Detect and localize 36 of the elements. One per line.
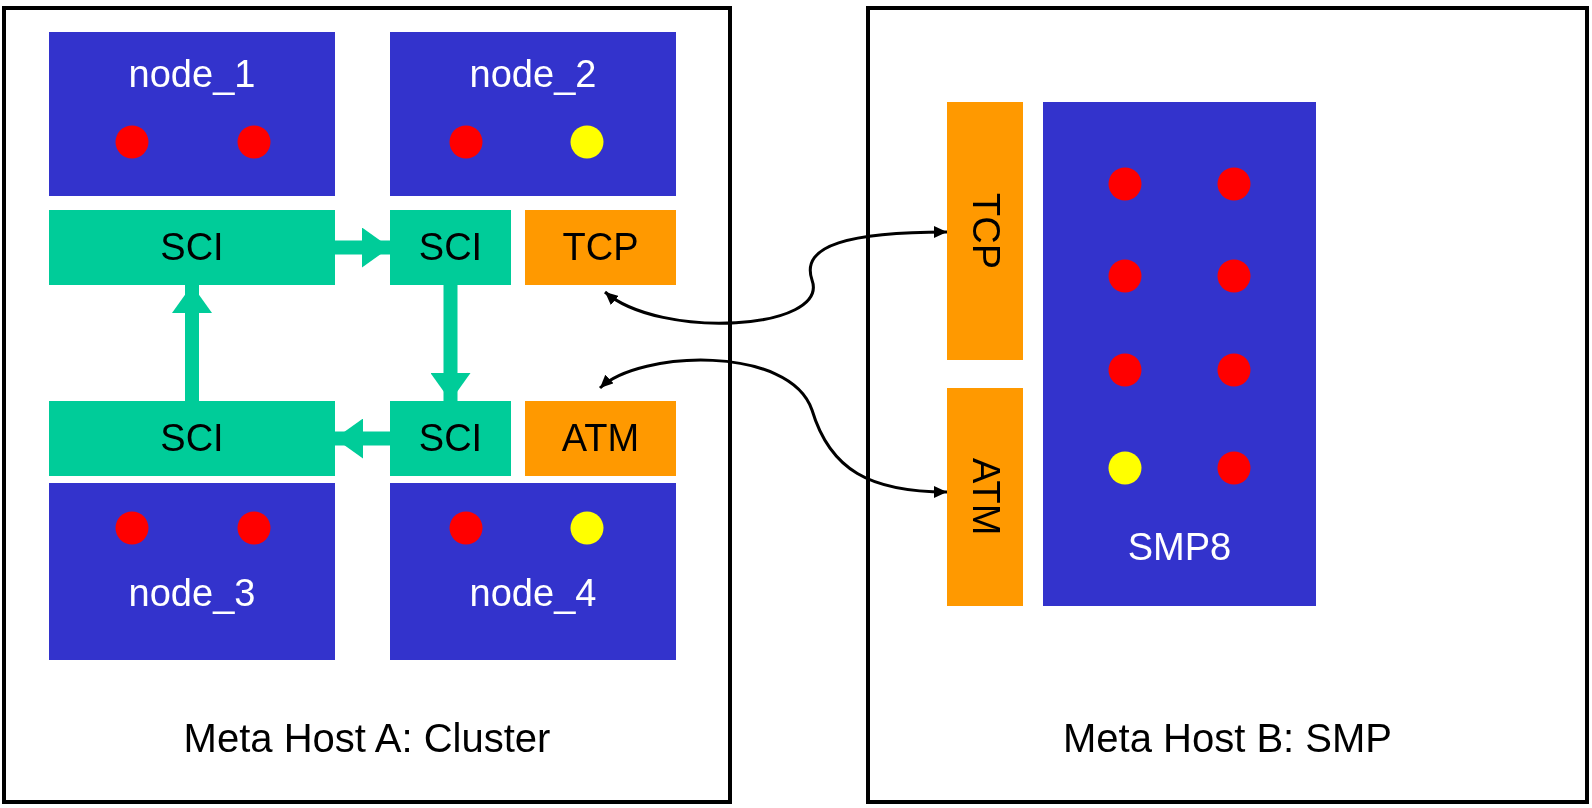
box-label: ATM — [964, 458, 1006, 536]
box-label: node_4 — [468, 573, 598, 615]
box-label: SCI — [418, 417, 483, 460]
processor-box — [49, 32, 335, 196]
thick-arrow — [335, 418, 390, 459]
network-box — [525, 210, 676, 285]
box-label: node_3 — [127, 573, 257, 615]
network-box — [947, 102, 1023, 360]
box-label: SCI — [418, 226, 483, 269]
box-label: SCI — [160, 417, 224, 460]
thick-arrow — [430, 285, 471, 401]
host-frame — [2, 6, 732, 804]
link-arrow — [599, 358, 948, 498]
thick-arrow — [172, 285, 212, 401]
box-label: SMP8 — [1126, 527, 1233, 569]
interconnect-box — [49, 401, 335, 476]
box-label: TCP — [964, 193, 1006, 269]
link-arrow — [604, 226, 947, 325]
box-label: ATM — [561, 417, 640, 460]
network-box — [947, 388, 1023, 606]
box-label: TCP — [562, 226, 639, 269]
processor-box — [390, 32, 676, 196]
processor-box — [49, 483, 335, 660]
processor-box — [390, 483, 676, 660]
box-label: node_2 — [468, 54, 598, 96]
network-box — [525, 401, 676, 476]
thick-arrow — [335, 227, 390, 268]
interconnect-box — [390, 210, 511, 285]
host-title: Meta Host B: SMP — [1062, 716, 1393, 760]
processor-box — [1043, 102, 1316, 606]
interconnect-box — [390, 401, 511, 476]
host-frame — [866, 6, 1589, 804]
interconnect-box — [49, 210, 335, 285]
box-label: node_1 — [127, 54, 257, 96]
host-title: Meta Host A: Cluster — [182, 716, 552, 760]
box-label: SCI — [160, 226, 224, 269]
